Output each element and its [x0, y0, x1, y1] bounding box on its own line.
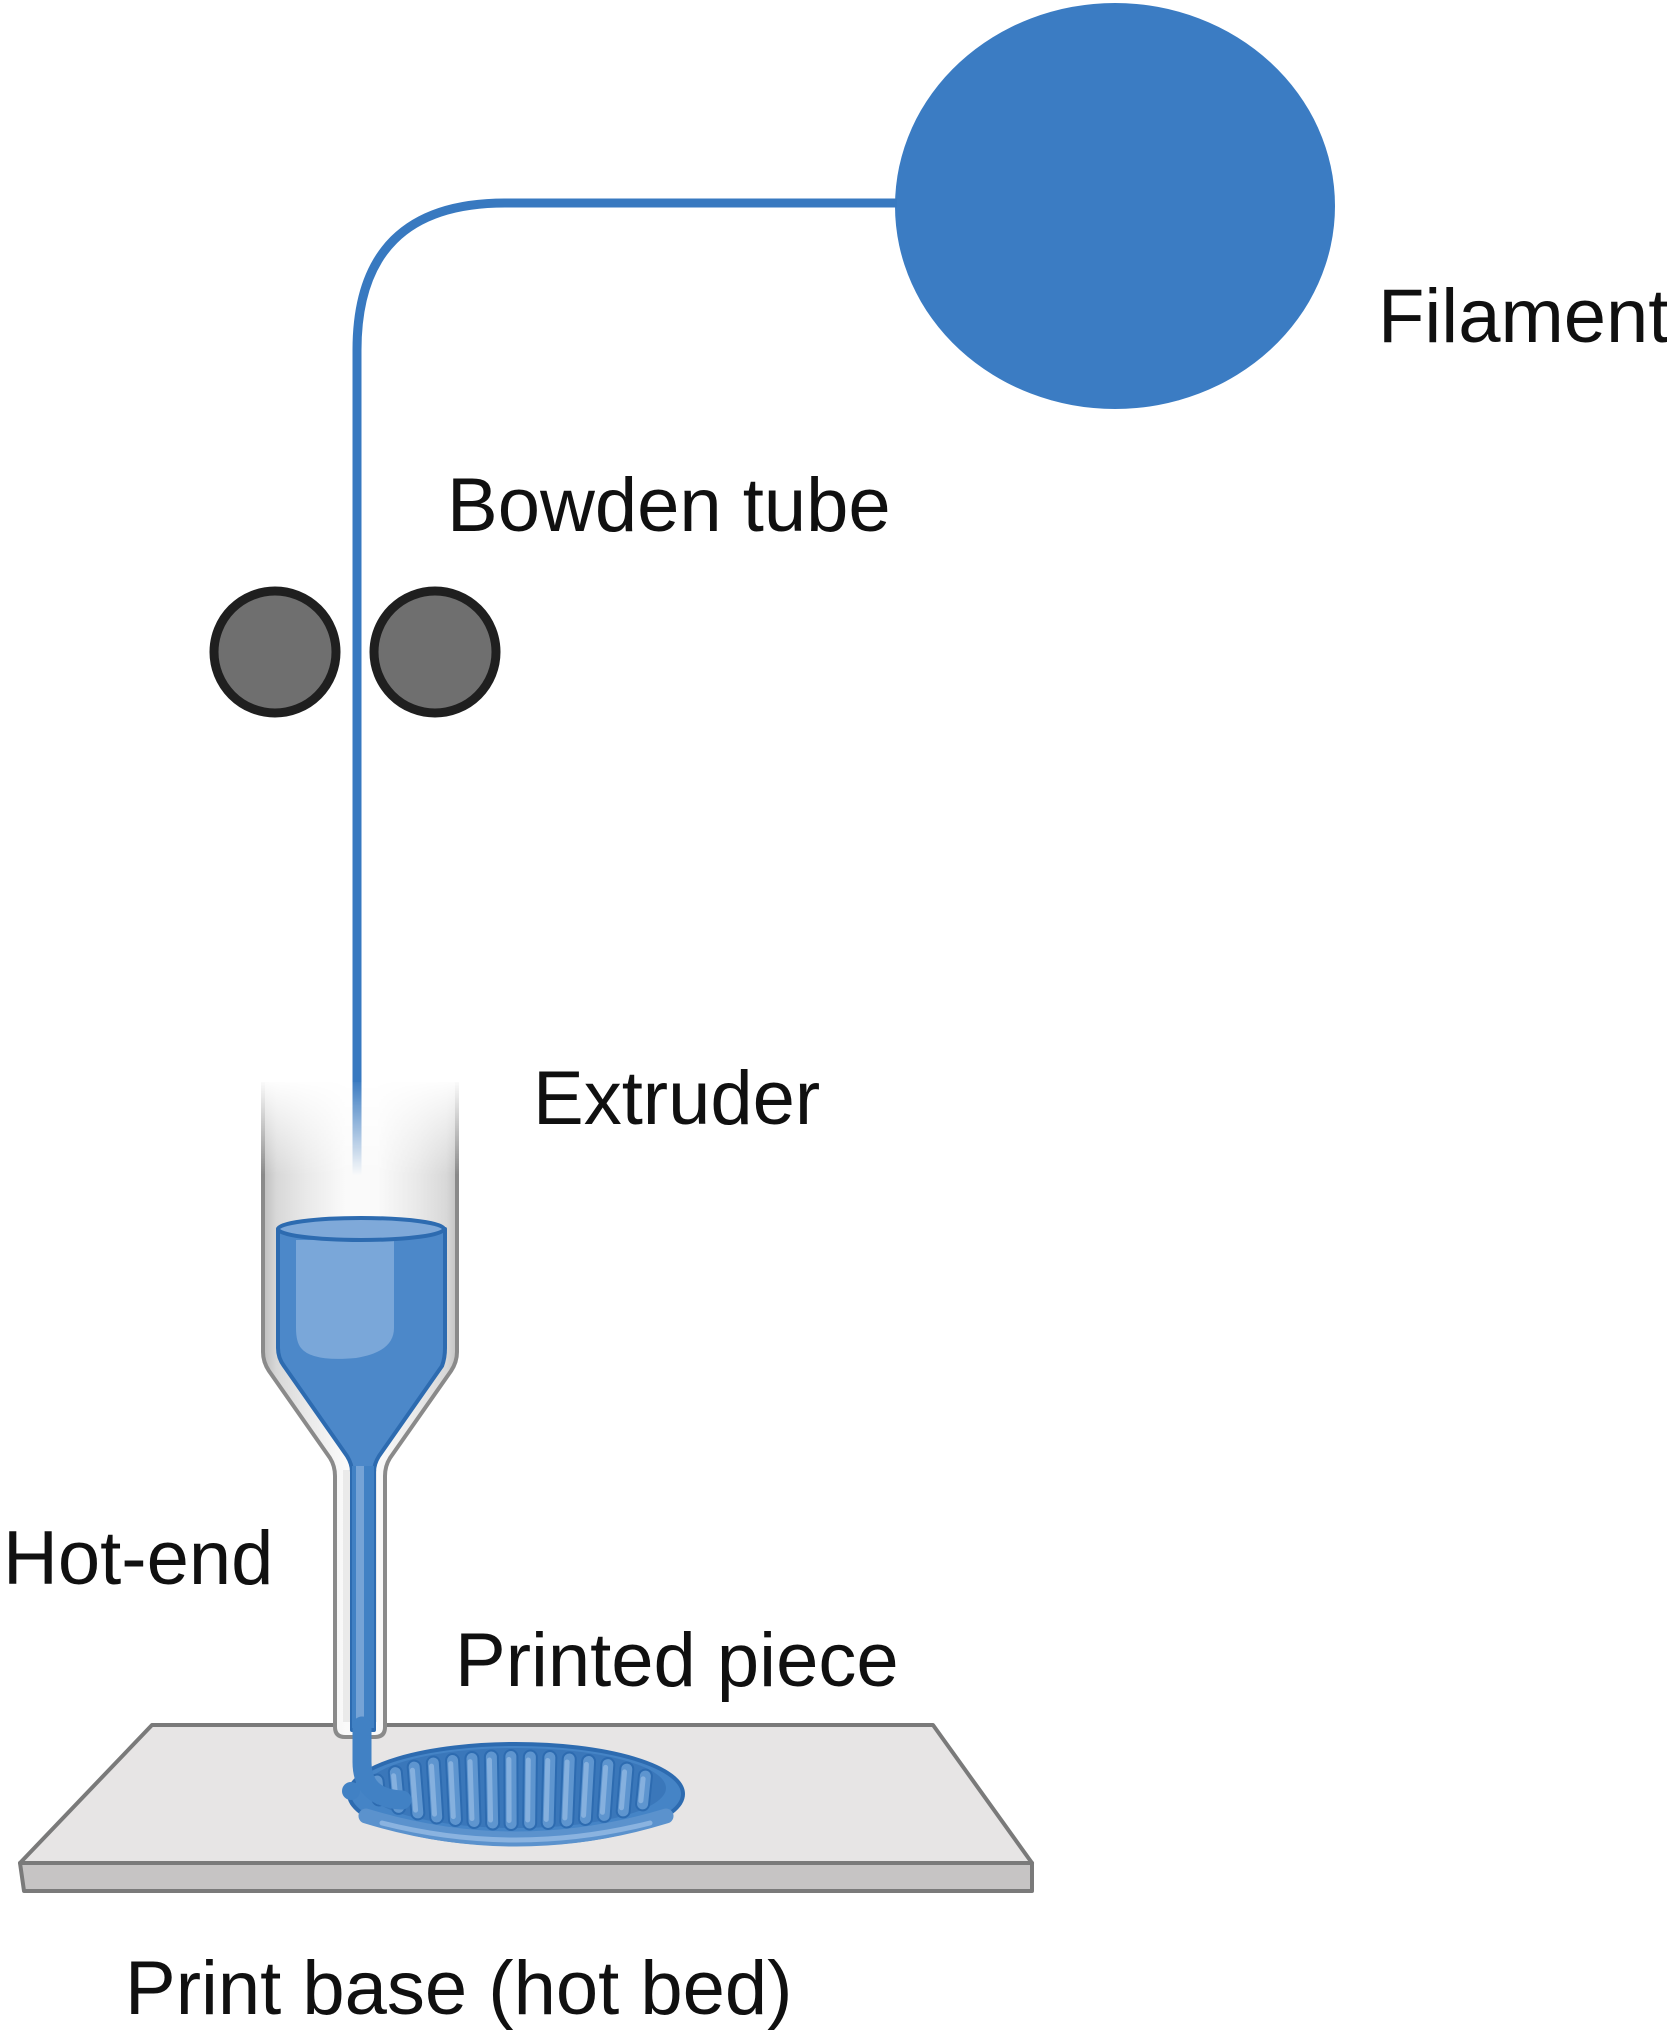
label-hot-end: Hot-end — [3, 1516, 274, 1601]
printed-piece-disc — [347, 1742, 685, 1847]
label-print-base: Print base (hot bed) — [125, 1946, 793, 2031]
printed-piece-rib-highlights — [372, 1757, 646, 1824]
melt-cup-rim — [276, 1216, 446, 1242]
extruded-bead — [342, 1782, 360, 1800]
drive-roller-right — [369, 586, 501, 718]
melt-cup-highlight — [296, 1240, 394, 1359]
label-filament: Filament — [1378, 274, 1667, 359]
extruded-strand — [352, 1716, 412, 1810]
nozzle-melt-highlight — [356, 1466, 364, 1728]
drive-roller-left — [209, 586, 341, 718]
label-extruder: Extruder — [533, 1056, 821, 1141]
print-bed-front-face — [18, 1861, 1034, 1893]
label-printed-piece: Printed piece — [455, 1618, 899, 1703]
filament-spool — [895, 3, 1335, 409]
label-bowden-tube: Bowden tube — [447, 463, 891, 548]
bowden-tube-line — [352, 198, 897, 1233]
printed-piece-front-rim-highlight — [379, 1820, 653, 1843]
extruder-assembly — [261, 1082, 459, 1810]
